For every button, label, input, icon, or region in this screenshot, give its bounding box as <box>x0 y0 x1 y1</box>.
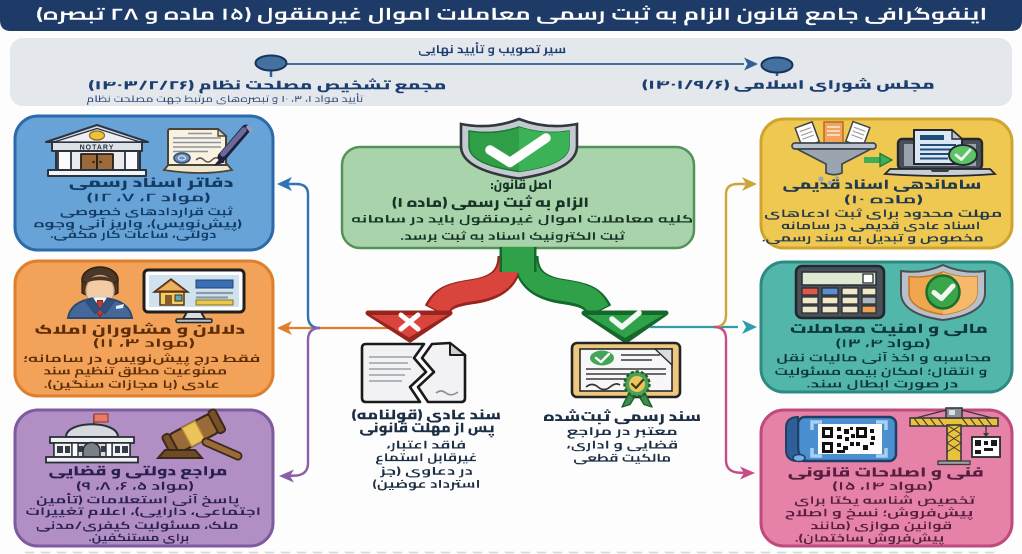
svg-text:NOTARY: NOTARY <box>80 145 115 152</box>
